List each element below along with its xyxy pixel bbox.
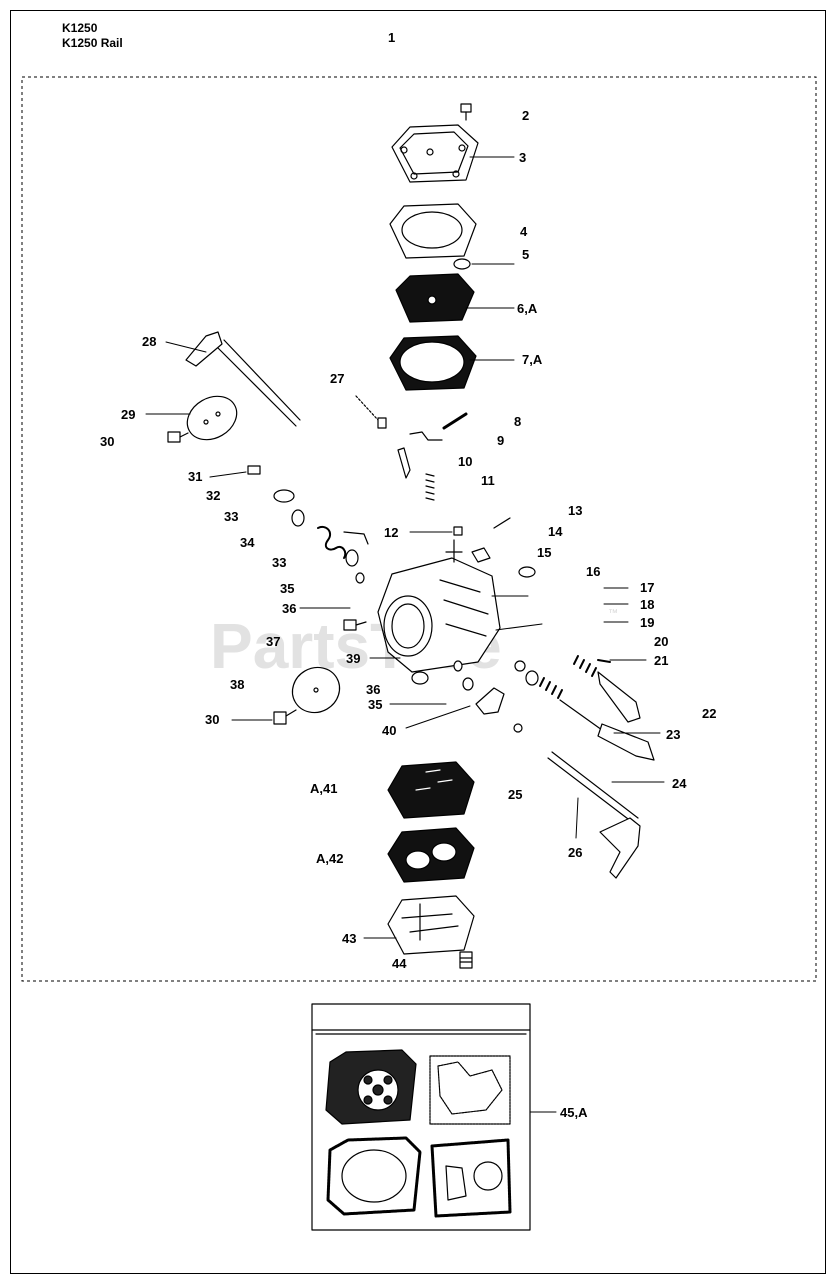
throttle-parts-31-34 [247,465,369,584]
callout-10: 10 [458,454,472,469]
callout-36b: 36 [366,682,380,697]
gasket-part-7 [389,335,477,391]
diaphragm-part-41 [387,761,475,819]
callout-3: 3 [519,150,526,165]
pin-part-8 [442,412,468,430]
assembly-boundary [21,76,817,982]
callout-45: 45,A [560,1105,588,1120]
callout-11: 11 [481,473,495,488]
callout-35b: 35 [368,697,382,712]
choke-shaft-part-28 [185,331,301,427]
washer-part-35 [462,677,474,691]
callout-16: 16 [586,564,600,579]
watermark-trademark: ™ [608,608,618,619]
leader-lines [145,156,665,1113]
plug-part-39 [411,671,429,685]
fitting-part-14 [471,547,491,563]
lever-part-9 [409,431,443,441]
callout-29: 29 [121,407,135,422]
callout-33b: 33 [272,555,286,570]
callout-5: 5 [522,247,529,262]
callout-18: 18 [640,597,654,612]
adjusting-needles-16-23 [514,655,655,761]
callout-7: 7,A [522,352,543,367]
callout-17: 17 [640,580,654,595]
gasket-kit-part-45 [311,1003,531,1231]
cap-part-15 [518,566,536,578]
callout-43: 43 [342,931,356,946]
callout-42: A,42 [316,851,343,866]
o-ring-part-5 [453,258,471,270]
callout-labels: 23456,A7,A891011121314151617181920212223… [100,108,716,1120]
callout-24: 24 [672,776,687,791]
lever-part-40 [475,687,505,715]
callout-40: 40 [382,723,396,738]
callout-6: 6,A [517,301,538,316]
callout-12: 12 [384,525,398,540]
callout-31: 31 [188,469,202,484]
callout-21: 21 [654,653,668,668]
callout-34: 34 [240,535,255,550]
callout-20: 20 [654,634,668,649]
callout-9: 9 [497,433,504,448]
washer-part-36 [453,660,463,672]
diaphragm-part-6 [395,273,475,323]
model-name: K1250 Rail [62,36,123,50]
pump-cover-part-3 [391,124,479,183]
spring-part-11 [425,473,435,501]
callout-38: 38 [230,677,244,692]
needle-part-10 [397,447,411,479]
fitting-part-13 [493,517,511,529]
throttle-valve-part-38 [291,666,341,714]
screw-part-2 [460,103,472,121]
page-number: 1 [388,30,396,45]
callout-25: 25 [508,787,522,802]
callout-35a: 35 [280,581,294,596]
plug-part-12 [453,526,463,536]
callout-13: 13 [568,503,582,518]
model-list: K1250 K1250 Rail [62,21,123,51]
callout-41: A,41 [310,781,337,796]
callout-39: 39 [346,651,360,666]
callout-37: 37 [266,634,280,649]
callout-28: 28 [142,334,156,349]
cover-part-43 [387,895,475,955]
choke-valve-part-29 [186,395,238,441]
gasket-part-42 [387,827,475,883]
callout-19: 19 [640,615,654,630]
callout-32: 32 [206,488,220,503]
callout-2: 2 [522,108,529,123]
callout-36a: 36 [282,601,296,616]
plug-part-44 [459,951,473,969]
lever-part-24-26 [513,723,641,879]
page-frame [10,10,826,1274]
callout-22: 22 [702,706,716,721]
callout-33a: 33 [224,509,238,524]
callout-23: 23 [666,727,680,742]
callout-14: 14 [548,524,563,539]
gasket-part-4 [389,203,477,259]
screw-part-30 [167,431,189,443]
screw-part-27 [355,395,387,429]
callout-26: 26 [568,845,582,860]
screw-part-30-lower [273,709,297,725]
callout-4: 4 [520,224,528,239]
callout-27: 27 [330,371,344,386]
callout-30b: 30 [205,712,219,727]
model-name: K1250 [62,21,98,35]
callout-15: 15 [537,545,551,560]
callout-44: 44 [392,956,407,971]
carburetor-body [377,539,501,673]
callout-30a: 30 [100,434,114,449]
callout-8: 8 [514,414,521,429]
screw-part-37 [343,619,367,631]
